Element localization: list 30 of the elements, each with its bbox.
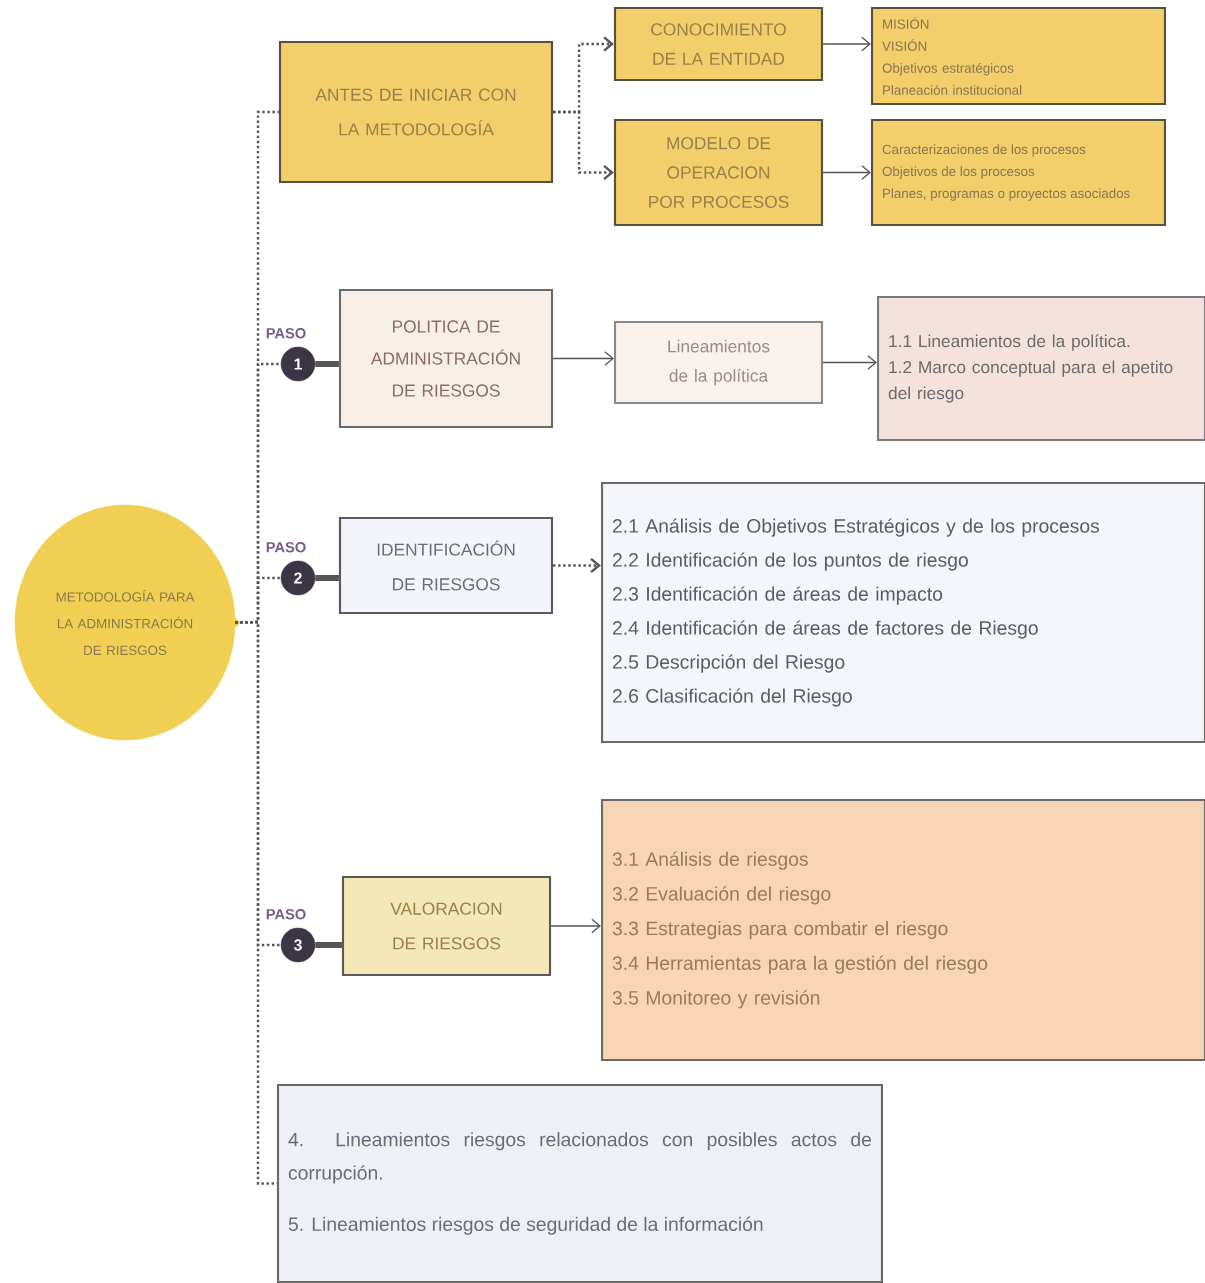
list-box: 2.1 Análisis de Objetivos Estratégicos y de los procesos 2.2 Identificación de los puntos de riesgo 2.3 Identificación de áreas de impacto 2.4 Identificación de áreas de factores de Riesgo 2.5 Descripción del Riesgo 2.6 Clasificación del Riesgo — [600, 481, 1205, 744]
connector — [315, 942, 342, 948]
step-badge: 3 — [280, 927, 316, 963]
arrow — [552, 351, 614, 366]
process-box: ANTES DE INICIAR CON LA METODOLOGÍA — [278, 40, 554, 184]
step-badge: 1 — [280, 346, 316, 382]
connector — [315, 361, 339, 367]
note-box: 4. Lineamientos riesgos relacionados con posibles actos de corrupción. 5. Lineamientos riesgos de seguridad de la información — [276, 1083, 884, 1283]
arrow — [553, 110, 614, 181]
process-box: CONOCIMIENTO DE LA ENTIDAD — [613, 6, 824, 82]
step-label: PASO — [266, 328, 306, 339]
list-box: MISIÓN VISIÓN Objetivos estratégicos Planeación institucional — [870, 6, 1167, 106]
process-box: MODELO DE OPERACION POR PROCESOS — [613, 118, 824, 227]
list-box: 3.1 Análisis de riesgos 3.2 Evaluación del riesgo 3.3 Estrategias para combatir el riesgo 3.4 Herramientas para la gestión del riesgo 3.5 Monitoreo y revisión — [600, 798, 1205, 1062]
process-box: POLITICA DE ADMINISTRACIÓN DE RIESGOS — [338, 288, 554, 429]
arrow — [822, 165, 871, 180]
connector — [315, 575, 339, 581]
process-box: VALORACION DE RIESGOS — [341, 875, 552, 977]
arrow — [550, 918, 601, 934]
list-box: 1.1 Lineamientos de la política. 1.2 Marco conceptual para el apetito del riesgo — [876, 295, 1205, 442]
arrow — [822, 36, 871, 52]
list-box: Caracterizaciones de los procesos Objetivos de los procesos Planes, programas o proyectos asociados — [870, 118, 1167, 227]
process-box: Lineamientos de la política — [613, 320, 824, 405]
process-box: IDENTIFICACIÓN DE RIESGOS — [338, 516, 554, 615]
arrow — [822, 355, 877, 370]
step-label: PASO — [266, 909, 306, 920]
step-badge: 2 — [280, 560, 316, 596]
connector — [235, 620, 277, 1185]
arrow — [553, 557, 601, 574]
step-label: PASO — [266, 542, 306, 553]
